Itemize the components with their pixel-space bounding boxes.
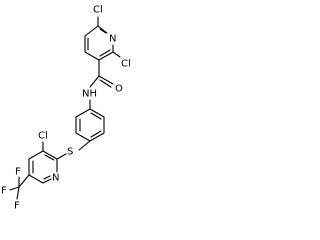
chemical-structure-diagram: Cl N Cl O NH S Cl N F F F bbox=[1, 5, 131, 212]
atom-f-bottom: F bbox=[14, 201, 20, 212]
bond-lines bbox=[9, 16, 121, 200]
bond-ring1-c4-c3 bbox=[84, 51, 100, 61]
atom-f-top: F bbox=[15, 167, 21, 178]
atom-cl-top: Cl bbox=[93, 5, 103, 16]
bond-ph-double-b bbox=[90, 130, 102, 138]
bond-ring2-double-c bbox=[43, 175, 51, 180]
bond-cf3-f-bottom bbox=[16, 186, 20, 200]
bond-ring2-c3-c4 bbox=[28, 150, 44, 160]
bond-cf3-f-left bbox=[9, 186, 20, 191]
bond-carbonyl-o bbox=[98, 75, 114, 85]
bond-ring2-double-a bbox=[44, 154, 55, 161]
bond-carbonyl-o-double bbox=[99, 79, 112, 88]
atom-s-thioether: S bbox=[67, 147, 73, 158]
bond-ph-s bbox=[78, 140, 91, 151]
atom-cl-right: Cl bbox=[121, 59, 131, 70]
bond-ring2-c6-n bbox=[42, 178, 52, 184]
bond-ph-c1-c2 bbox=[75, 108, 91, 118]
bond-c2-cl bbox=[112, 51, 121, 58]
atom-n-pyridine-top: N bbox=[109, 34, 116, 45]
bond-ph-c3-c4 bbox=[75, 132, 91, 142]
bond-c5-cf3 bbox=[18, 174, 30, 188]
bond-carbonyl-n bbox=[89, 75, 100, 88]
bond-ring1-n1-c6 bbox=[97, 25, 108, 34]
bond-ph-c4-c5 bbox=[89, 132, 105, 142]
atom-n-pyridine-bottom: N bbox=[52, 173, 59, 184]
bond-ring2-c5-c6 bbox=[28, 174, 44, 184]
atom-o-carbonyl: O bbox=[115, 84, 123, 95]
bond-ph-double-c bbox=[90, 112, 102, 120]
bond-ring1-double-b bbox=[99, 49, 111, 57]
atom-cl-lower: Cl bbox=[38, 131, 48, 142]
atom-f-left: F bbox=[1, 186, 7, 197]
bond-ph-c6-c1 bbox=[89, 108, 105, 118]
bond-s-pyridine bbox=[56, 153, 67, 160]
atom-labels: Cl N Cl O NH S Cl N F F F bbox=[1, 5, 131, 212]
bond-ring1-double-c bbox=[99, 28, 107, 34]
bond-ring1-c6-c5 bbox=[84, 25, 99, 37]
bond-ring1-c3-c2 bbox=[98, 51, 114, 61]
bond-ring2-c2-c3 bbox=[42, 150, 58, 160]
atom-nh-amide: NH bbox=[82, 89, 97, 100]
